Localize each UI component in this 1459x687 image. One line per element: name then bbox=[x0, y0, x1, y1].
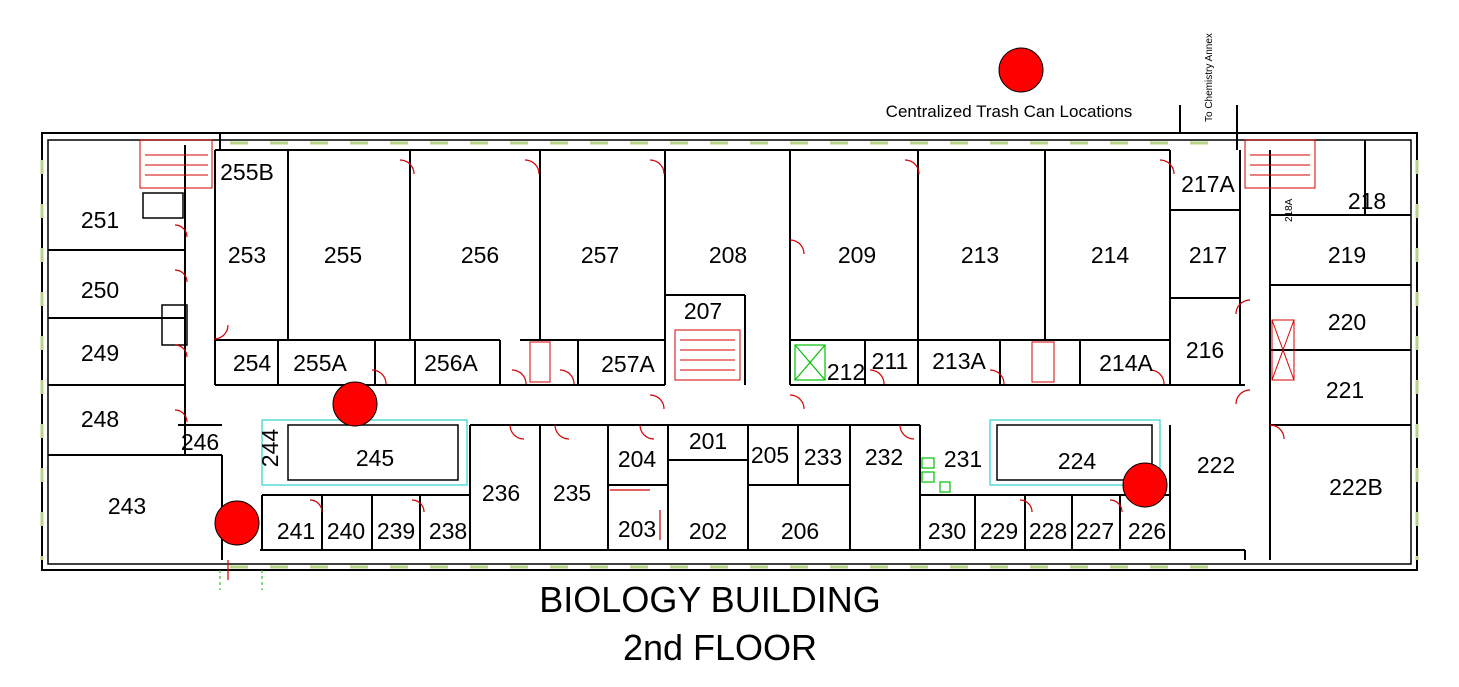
room-label: 228 bbox=[1029, 518, 1067, 544]
room-label: 253 bbox=[228, 242, 266, 268]
room-label: 238 bbox=[429, 518, 467, 544]
room-label: 251 bbox=[81, 207, 119, 233]
room-label: 213A bbox=[932, 348, 986, 374]
room-label: 256A bbox=[424, 350, 478, 376]
room-label: 239 bbox=[377, 518, 415, 544]
room-label: 222 bbox=[1197, 452, 1235, 478]
room-label: 222B bbox=[1329, 474, 1383, 500]
room-label: 217 bbox=[1189, 242, 1227, 268]
room-label: 257 bbox=[581, 242, 619, 268]
trash-marker bbox=[998, 47, 1044, 93]
room-label: 255A bbox=[293, 350, 347, 376]
room-label: 212 bbox=[827, 359, 865, 385]
room-label: 248 bbox=[81, 406, 119, 432]
room-label: 246 bbox=[181, 429, 219, 455]
room-label: 209 bbox=[838, 242, 876, 268]
room-label-244: 244 bbox=[257, 429, 283, 468]
room-label: 257A bbox=[601, 351, 655, 377]
room-label: 233 bbox=[804, 444, 842, 470]
room-label: 235 bbox=[553, 480, 591, 506]
room-labels: 251 250 249 248 243 255B 253 255 256 257… bbox=[81, 159, 1386, 544]
room-label: 256 bbox=[461, 242, 499, 268]
room-label: 202 bbox=[689, 518, 727, 544]
legend-label: Centralized Trash Can Locations bbox=[886, 102, 1133, 121]
room-label: 255 bbox=[324, 242, 362, 268]
room-label: 214A bbox=[1099, 350, 1153, 376]
room-label: 250 bbox=[81, 277, 119, 303]
trash-marker bbox=[1122, 462, 1168, 508]
room-label: 206 bbox=[781, 518, 819, 544]
trash-marker bbox=[214, 500, 260, 546]
room-label: 240 bbox=[327, 518, 365, 544]
lab-equipment bbox=[921, 457, 951, 493]
room-label: 245 bbox=[356, 445, 394, 471]
room-label: 211 bbox=[872, 348, 909, 374]
map-title-line1: BIOLOGY BUILDING bbox=[539, 579, 880, 620]
room-label: 231 bbox=[944, 446, 982, 472]
trash-markers bbox=[214, 47, 1168, 546]
room-label: 207 bbox=[684, 298, 722, 324]
room-label: 255B bbox=[220, 159, 274, 185]
room-label: 254 bbox=[233, 350, 272, 376]
entrance bbox=[219, 105, 1238, 590]
room-label: 221 bbox=[1326, 377, 1364, 403]
room-label: 204 bbox=[618, 446, 657, 472]
room-label: 216 bbox=[1186, 337, 1224, 363]
map-title-line2: 2nd FLOOR bbox=[623, 627, 817, 668]
doors bbox=[174, 159, 1285, 580]
room-label: 208 bbox=[709, 242, 747, 268]
room-label: 220 bbox=[1328, 309, 1366, 335]
room-label: 224 bbox=[1058, 448, 1097, 474]
room-label: 214 bbox=[1091, 242, 1130, 268]
room-label: 227 bbox=[1076, 518, 1114, 544]
room-label: 236 bbox=[482, 480, 520, 506]
annex-label: To Chemistry Annex bbox=[1204, 33, 1215, 122]
room-label: 203 bbox=[618, 516, 656, 542]
room-label: 229 bbox=[980, 518, 1018, 544]
room-label: 205 bbox=[751, 442, 789, 468]
trash-marker bbox=[332, 381, 378, 427]
stairs bbox=[139, 139, 1316, 383]
room-label: 241 bbox=[277, 518, 315, 544]
room-label: 213 bbox=[961, 242, 999, 268]
room-label: 232 bbox=[865, 444, 903, 470]
building-walls bbox=[40, 132, 1419, 571]
room-label: 230 bbox=[928, 518, 966, 544]
room-label-218a: 218A bbox=[1284, 198, 1295, 222]
room-label: 201 bbox=[689, 428, 727, 454]
room-label: 219 bbox=[1328, 242, 1366, 268]
room-label: 218 bbox=[1348, 188, 1386, 214]
room-label: 226 bbox=[1128, 518, 1166, 544]
room-label: 217A bbox=[1181, 171, 1235, 197]
room-label: 243 bbox=[108, 493, 146, 519]
room-label: 249 bbox=[81, 340, 119, 366]
